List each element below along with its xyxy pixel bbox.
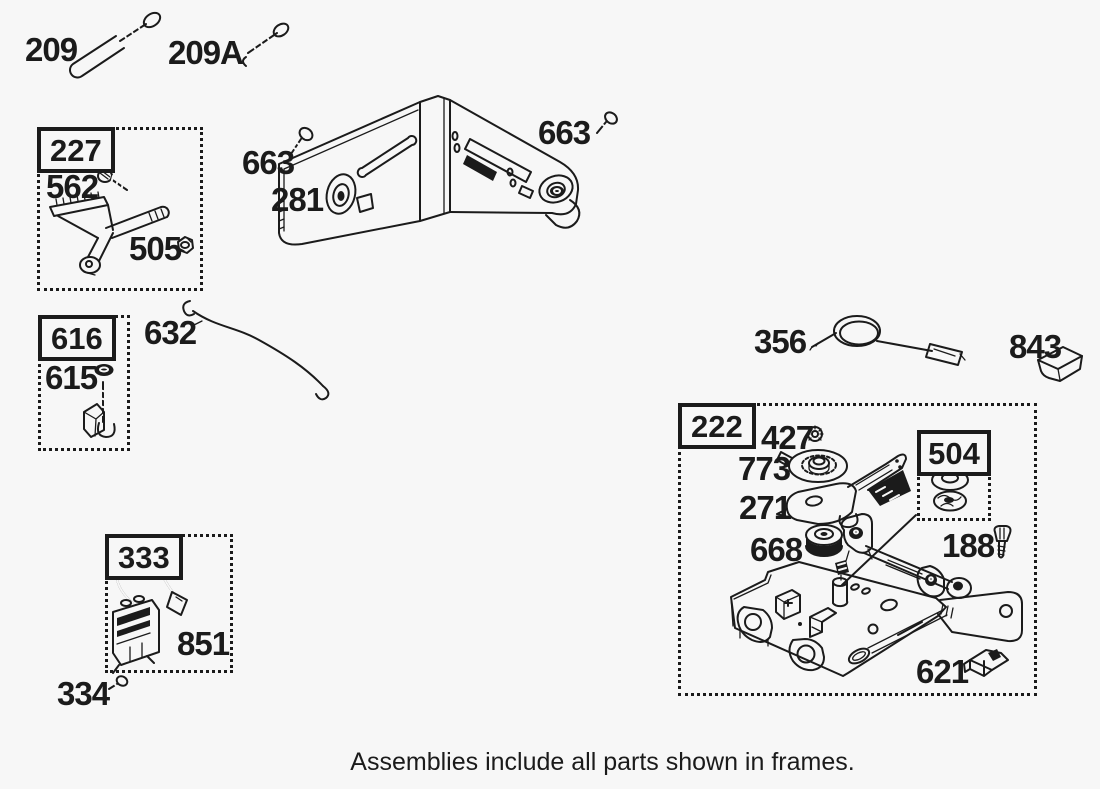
callout-356: 356 bbox=[754, 323, 807, 360]
frame-504-label: 504 bbox=[917, 430, 991, 476]
frame-504: 504 bbox=[917, 430, 991, 521]
callout-663-left: 663 bbox=[242, 144, 295, 181]
callout-615: 615 bbox=[45, 359, 98, 396]
callout-281: 281 bbox=[271, 181, 324, 218]
callout-621: 621 bbox=[916, 653, 969, 690]
control-bracket-281-drawing bbox=[278, 95, 581, 246]
screw-562-drawing bbox=[97, 169, 128, 192]
spring-209a-drawing bbox=[242, 22, 290, 67]
spring-209-drawing bbox=[69, 11, 162, 79]
link-632-drawing bbox=[182, 300, 330, 401]
callout-773: 773 bbox=[738, 450, 791, 487]
screw-188-drawing bbox=[993, 525, 1012, 559]
knob-615-drawing bbox=[83, 364, 116, 438]
footer-caption: Assemblies include all parts shown in fr… bbox=[350, 748, 855, 776]
frame-227: 227 bbox=[37, 127, 203, 291]
frame-333: 333 bbox=[105, 534, 233, 673]
frame-616-label: 616 bbox=[38, 315, 116, 361]
callout-427: 427 bbox=[761, 419, 814, 456]
frame-227-label: 227 bbox=[37, 127, 115, 173]
pointer-line-504 bbox=[841, 514, 917, 586]
screw-663-right-drawing bbox=[596, 111, 618, 134]
callout-271: 271 bbox=[739, 489, 792, 526]
callout-668: 668 bbox=[750, 531, 803, 568]
baseplate-621-drawing bbox=[730, 560, 1023, 677]
screw-663-left-drawing bbox=[290, 126, 314, 155]
clip-621-drawing bbox=[963, 649, 1009, 677]
screw-334-drawing bbox=[108, 675, 129, 690]
callout-851: 851 bbox=[177, 625, 230, 662]
grommet-668-drawing bbox=[805, 524, 843, 557]
callout-843: 843 bbox=[1009, 328, 1062, 365]
callout-188: 188 bbox=[942, 527, 995, 564]
clip-843-drawing bbox=[1037, 346, 1083, 382]
frame-616: 616 bbox=[38, 315, 130, 451]
nut-505-drawing bbox=[177, 236, 194, 254]
frame-222-label: 222 bbox=[678, 403, 756, 449]
callout-209: 209 bbox=[25, 31, 78, 68]
disc-773-drawing bbox=[776, 449, 848, 483]
lever-227-drawing bbox=[49, 191, 170, 276]
frame-333-label: 333 bbox=[105, 534, 183, 580]
callout-505: 505 bbox=[129, 230, 182, 267]
nut-427-drawing bbox=[806, 425, 824, 442]
wire-356-drawing bbox=[809, 315, 966, 366]
lever-271-drawing bbox=[776, 453, 911, 529]
callout-562: 562 bbox=[46, 168, 99, 205]
callout-334: 334 bbox=[57, 675, 110, 712]
callout-632: 632 bbox=[144, 314, 197, 351]
callout-663-right: 663 bbox=[538, 114, 591, 151]
frame-222: 222 bbox=[678, 403, 1037, 696]
callout-209a: 209A bbox=[168, 34, 244, 71]
